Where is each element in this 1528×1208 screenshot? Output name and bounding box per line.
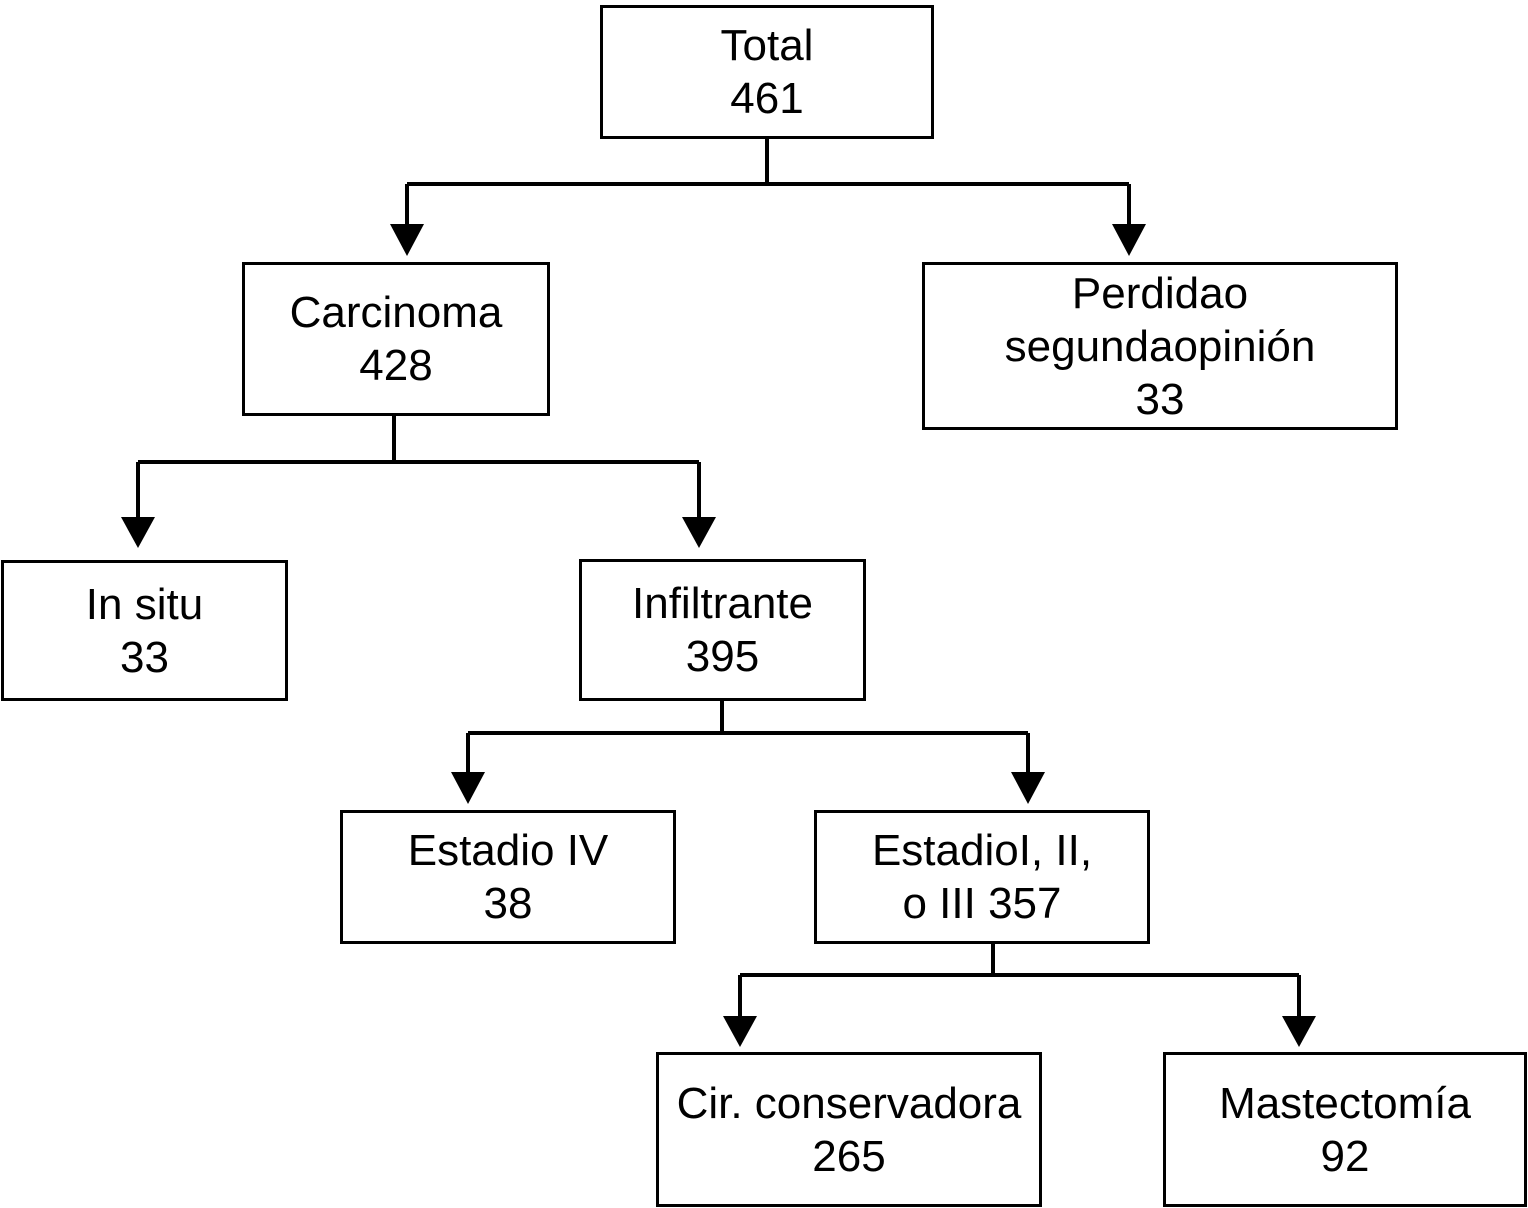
node-infiltrante-label: Infiltrante (632, 579, 813, 628)
node-total: Total 461 (600, 5, 934, 139)
connector-estadio-split (738, 943, 1301, 1016)
arrow-to-estadio-i-iii (1011, 772, 1045, 804)
node-perdida-value: 33 (1135, 374, 1185, 424)
connector-carcinoma-split (136, 416, 701, 517)
node-mastectomia: Mastectomía 92 (1163, 1052, 1527, 1207)
node-in-situ-label: In situ (85, 579, 204, 629)
node-estadio-i-iii-line2: o III 357 (902, 879, 1062, 928)
node-in-situ-value: 33 (120, 632, 169, 682)
node-mastectomia-label: Mastectomía (1219, 1078, 1471, 1128)
node-estadio-i-iii-line1: EstadioI, II, (871, 826, 1093, 875)
connector-total-split (405, 139, 1131, 224)
arrow-to-mastectomia (1282, 1016, 1316, 1047)
connector-infiltrante-split (466, 700, 1030, 772)
node-perdida-label-line2: segundaopinión (1004, 321, 1316, 371)
node-total-value: 461 (730, 74, 804, 123)
node-estadio-i-ii-iii: EstadioI, II, o III 357 (814, 810, 1150, 944)
node-carcinoma: Carcinoma 428 (242, 262, 550, 416)
node-mastectomia-value: 92 (1320, 1131, 1370, 1181)
node-perdida-label-line1: Perdidao (1071, 268, 1249, 318)
node-estadio-iv-label: Estadio IV (407, 826, 609, 875)
node-carcinoma-value: 428 (359, 341, 433, 390)
node-conservadora-label: Cir. conservadora (676, 1078, 1022, 1128)
node-infiltrante: Infiltrante 395 (579, 559, 866, 701)
node-cirugia-conservadora: Cir. conservadora 265 (656, 1052, 1042, 1207)
node-perdida-segunda-opinion: Perdidao segundaopinión 33 (922, 262, 1398, 430)
arrow-to-estadio-iv (451, 772, 485, 804)
node-total-label: Total (720, 21, 814, 70)
arrow-to-carcinoma (390, 224, 424, 256)
node-estadio-iv-value: 38 (483, 879, 533, 928)
node-carcinoma-label: Carcinoma (289, 288, 503, 337)
arrow-to-perdida (1112, 224, 1146, 256)
arrow-to-infiltrante (682, 517, 716, 548)
node-infiltrante-value: 395 (685, 632, 760, 681)
node-estadio-iv: Estadio IV 38 (340, 810, 676, 944)
node-in-situ: In situ 33 (1, 560, 288, 701)
arrow-to-conservadora (723, 1016, 757, 1047)
node-conservadora-value: 265 (812, 1131, 886, 1181)
arrow-to-in-situ (121, 517, 155, 548)
